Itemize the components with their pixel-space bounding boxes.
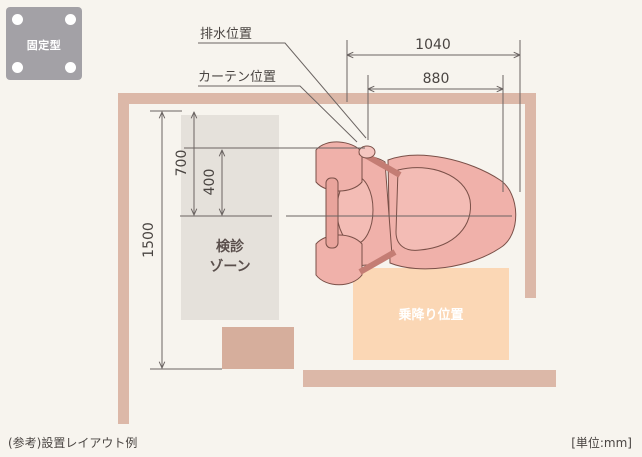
exam-zone-label-line2: ゾーン <box>209 258 250 275</box>
fixed-type-badge: 固定型 <box>6 7 82 80</box>
drain-position-label: 排水位置 <box>200 27 252 42</box>
dim-label-1500: 1500 <box>141 222 157 258</box>
leader-lines <box>198 42 367 143</box>
room-walls <box>118 93 556 424</box>
dim-label-880: 880 <box>423 71 450 87</box>
dim-1040 <box>347 40 520 192</box>
badge-label: 固定型 <box>26 39 62 52</box>
fixture-box <box>222 327 294 369</box>
exam-zone <box>181 115 279 320</box>
badge-dot-icon <box>65 14 76 25</box>
dim-label-1040: 1040 <box>415 37 451 53</box>
badge-dot-icon <box>12 62 23 73</box>
dim-880 <box>368 75 503 192</box>
boarding-zone <box>353 268 509 360</box>
exam-chair <box>315 141 517 286</box>
dim-label-400: 400 <box>202 169 218 196</box>
dim-label-700: 700 <box>174 150 190 177</box>
reference-lines <box>150 110 512 370</box>
unit-caption: [単位:mm] <box>571 436 632 450</box>
layout-caption: (参考)設置レイアウト例 <box>8 436 138 450</box>
badge-dot-icon <box>65 62 76 73</box>
curtain-position-label: カーテン位置 <box>198 70 276 85</box>
exam-zone-label-line1: 検診 <box>216 238 245 255</box>
boarding-position-label: 乗降り位置 <box>397 307 463 323</box>
badge-dot-icon <box>12 14 23 25</box>
